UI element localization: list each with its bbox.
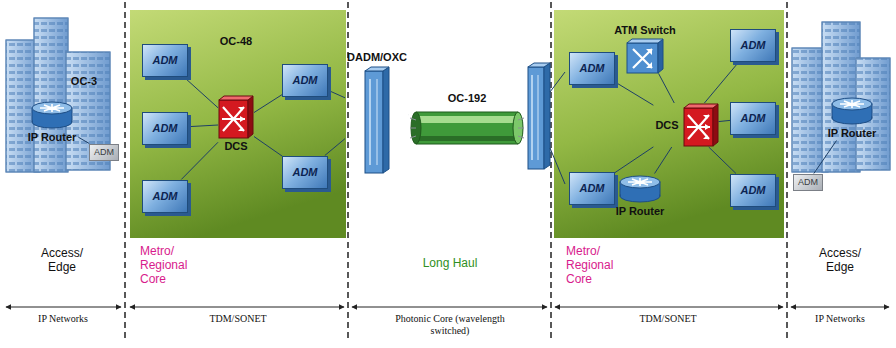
ip-router: IP Router [26,100,79,145]
node-label: ADM [579,62,604,75]
adm-box: ADM [142,44,187,77]
node-label: ADM [152,190,177,203]
link-rate: OC-48 [220,34,252,48]
node-label: DADM/OXC [347,51,407,64]
node-label: IP Router [28,131,77,144]
link-line [183,77,218,108]
link-line [655,147,672,174]
node-label: ADM [740,112,765,125]
link-line [254,94,282,112]
optical-switch [528,63,550,169]
optical-switch-shape [363,65,391,175]
adm-box: ADM [282,64,327,97]
zone-label: Long Haul [423,256,478,270]
fiber-link [550,72,565,184]
adm-box: ADM [142,112,187,145]
adm-box: ADM [89,144,119,161]
node-label: ADM [152,122,177,135]
node-label: ATM Switch [614,24,676,37]
dcs-switch-shape [683,103,719,147]
zone-label: Access/ Edge [34,246,90,274]
adm-box: ADM [730,29,775,62]
adm-box: ADM [569,172,614,205]
link-line [254,137,282,157]
ip-router-shape [618,174,662,204]
node-label: ADM [740,184,765,197]
ip-router-shape [830,96,874,126]
zone-label: Metro/ Regional Core [566,244,628,286]
adm-box: ADM [793,174,823,191]
building-cluster [6,18,890,172]
router-icon [618,174,662,204]
link-line [325,139,345,156]
dcs-icon [218,95,254,139]
node-label: ADM [292,74,317,87]
ip-router-shape [30,100,74,130]
link-line [814,141,837,174]
dcs-switch: DCS [653,103,718,147]
zone-divider [125,2,787,340]
link-line [659,74,675,104]
network-type: IP Networks [813,313,867,325]
span-arrow [6,307,889,308]
optical-switch: DADM/OXC [345,50,409,175]
network-type: IP Networks [36,313,90,325]
ip-router: IP Router [826,96,879,141]
node-label: IP Router [616,205,665,218]
link-line [181,142,218,179]
fiber-trunk-shape [409,106,525,150]
node-label: ADM [740,39,765,52]
node-label: ADM [798,177,818,188]
link-line [188,125,218,127]
adm-box: ADM [282,156,327,189]
node-label: ADM [152,54,177,67]
atm-switch-shape [626,38,664,74]
link-line [408,114,409,115]
link-line [719,120,731,121]
zone-label: Metro/ Regional Core [140,244,202,286]
node-label: ADM [94,147,114,158]
router-icon [830,96,874,126]
dcs-switch: DCS [218,95,254,154]
network-type: TDM/SONET [637,313,698,325]
link-line [709,147,736,174]
network-type: TDM/SONET [207,313,268,325]
node-label: DCS [655,119,678,132]
dcs-icon [683,103,719,147]
metro-panel [130,10,784,238]
link-rate: OC-3 [71,74,97,88]
link-line [328,90,346,98]
link-line [704,62,739,104]
link-line [78,137,89,143]
router-icon [30,100,74,130]
atm-switch: ATM Switch [612,23,678,74]
ip-router: IP Router [614,174,667,219]
node-label: ADM [292,166,317,179]
adm-box: ADM [730,174,775,207]
node-label: IP Router [828,127,877,140]
dcs-switch-shape [218,95,254,139]
node-label: DCS [224,140,247,153]
node-label: OC-192 [448,92,487,105]
adm-box: ADM [142,180,187,213]
atm-icon [626,38,664,74]
adm-box: ADM [730,102,775,135]
optical-icon [363,65,391,175]
fiber-cylinder [409,106,525,150]
zone-label: Access/ Edge [812,246,868,274]
adm-box: ADM [569,52,614,85]
node-label: ADM [579,182,604,195]
link-line [615,82,654,106]
network-type: Photonic Core (wavelength switched) [390,313,510,337]
link-line [615,147,654,173]
fiber-trunk: OC-192 [409,91,525,150]
